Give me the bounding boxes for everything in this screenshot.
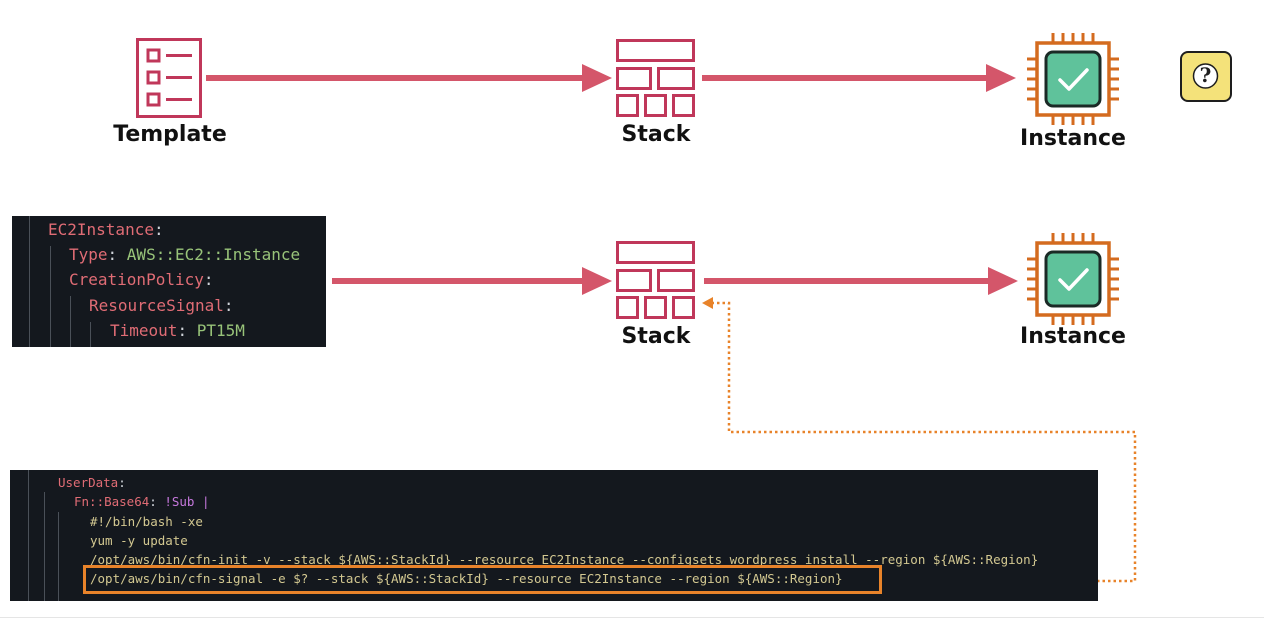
userdata-code: UserData: Fn::Base64: !Sub | #!/bin/bash… [10,470,1098,601]
instance-label: Instance [1020,324,1126,349]
creation-policy-code: EC2Instance: Type: AWS::EC2::Instance Cr… [12,216,326,347]
arrow-stack-to-instance [702,64,1016,92]
code-line: Type: AWS::EC2::Instance [69,245,301,264]
help-badge[interactable]: ? [1180,51,1232,102]
stack-icon [616,39,695,117]
question-mark-icon [1192,63,1219,89]
code-line: /opt/aws/bin/cfn-init -v --stack ${AWS::… [90,552,1039,567]
arrow-template-to-stack [206,64,612,92]
code-line: Timeout: PT15M [110,321,245,340]
instance-label: Instance [1020,126,1126,151]
stack-label: Stack [621,324,691,349]
code-line: #!/bin/bash -xe [90,514,203,529]
instance-chip-icon [1027,233,1119,325]
code-line: EC2Instance: [48,220,164,239]
cfn-signal-line: /opt/aws/bin/cfn-signal -e $? --stack ${… [90,571,843,586]
template-label: Template [113,122,227,147]
template-icon [136,38,202,118]
code-line: UserData: [58,475,126,490]
arrow-stack-to-instance [704,267,1018,295]
cfn-signal-highlight [83,565,882,594]
code-line: yum -y update [90,533,188,548]
stack-icon [616,241,695,319]
bottom-divider [0,617,1264,618]
code-line: CreationPolicy: [69,270,214,289]
question-mark-text: ? [1199,63,1212,87]
instance-chip-icon [1027,33,1119,125]
code-line: ResourceSignal: [89,296,234,315]
code-line: Fn::Base64: !Sub | [74,494,210,509]
stack-label: Stack [621,122,691,147]
arrow-code-to-stack [332,267,612,295]
